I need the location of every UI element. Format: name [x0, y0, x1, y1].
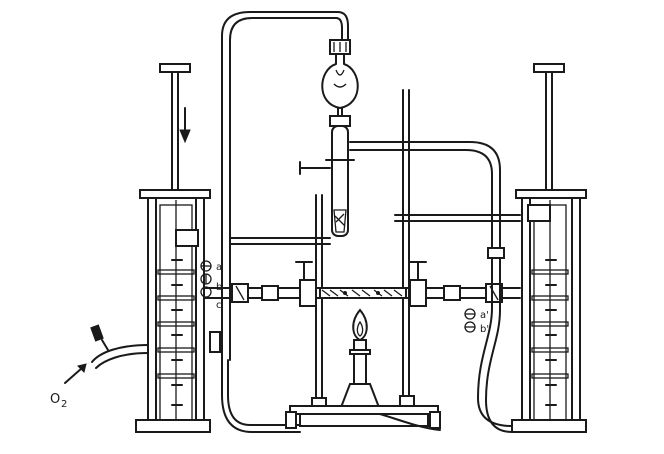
left-plunger-knob	[159, 63, 191, 73]
combustion-tube	[203, 261, 521, 307]
right-lower-tube	[477, 247, 513, 433]
label-a-prime: a'	[480, 310, 489, 321]
right-clamp	[527, 204, 551, 222]
o2-inlet: O 2	[50, 324, 149, 410]
left-syringe-unit	[135, 63, 221, 433]
o2-arrow	[64, 367, 83, 384]
left-top-cap	[139, 189, 211, 199]
label-a: a	[216, 262, 222, 273]
burner-base	[289, 405, 439, 415]
label-o2-sub: 2	[61, 399, 67, 410]
reaction-tube	[299, 115, 501, 251]
right-syringe-unit	[511, 63, 587, 433]
bunsen-burner	[285, 308, 441, 431]
right-valves: a' b'	[464, 308, 489, 335]
left-graduations	[157, 259, 195, 406]
left-base	[135, 419, 211, 433]
left-riser-tube	[221, 11, 349, 433]
label-b-prime: b'	[480, 324, 489, 335]
stand-right	[394, 89, 521, 407]
label-c: c	[216, 300, 222, 311]
top-flask	[321, 39, 359, 117]
right-plunger-knob	[533, 63, 565, 73]
tube-packing	[319, 287, 407, 299]
label-o2: O	[50, 392, 60, 407]
left-clamp	[175, 229, 199, 247]
